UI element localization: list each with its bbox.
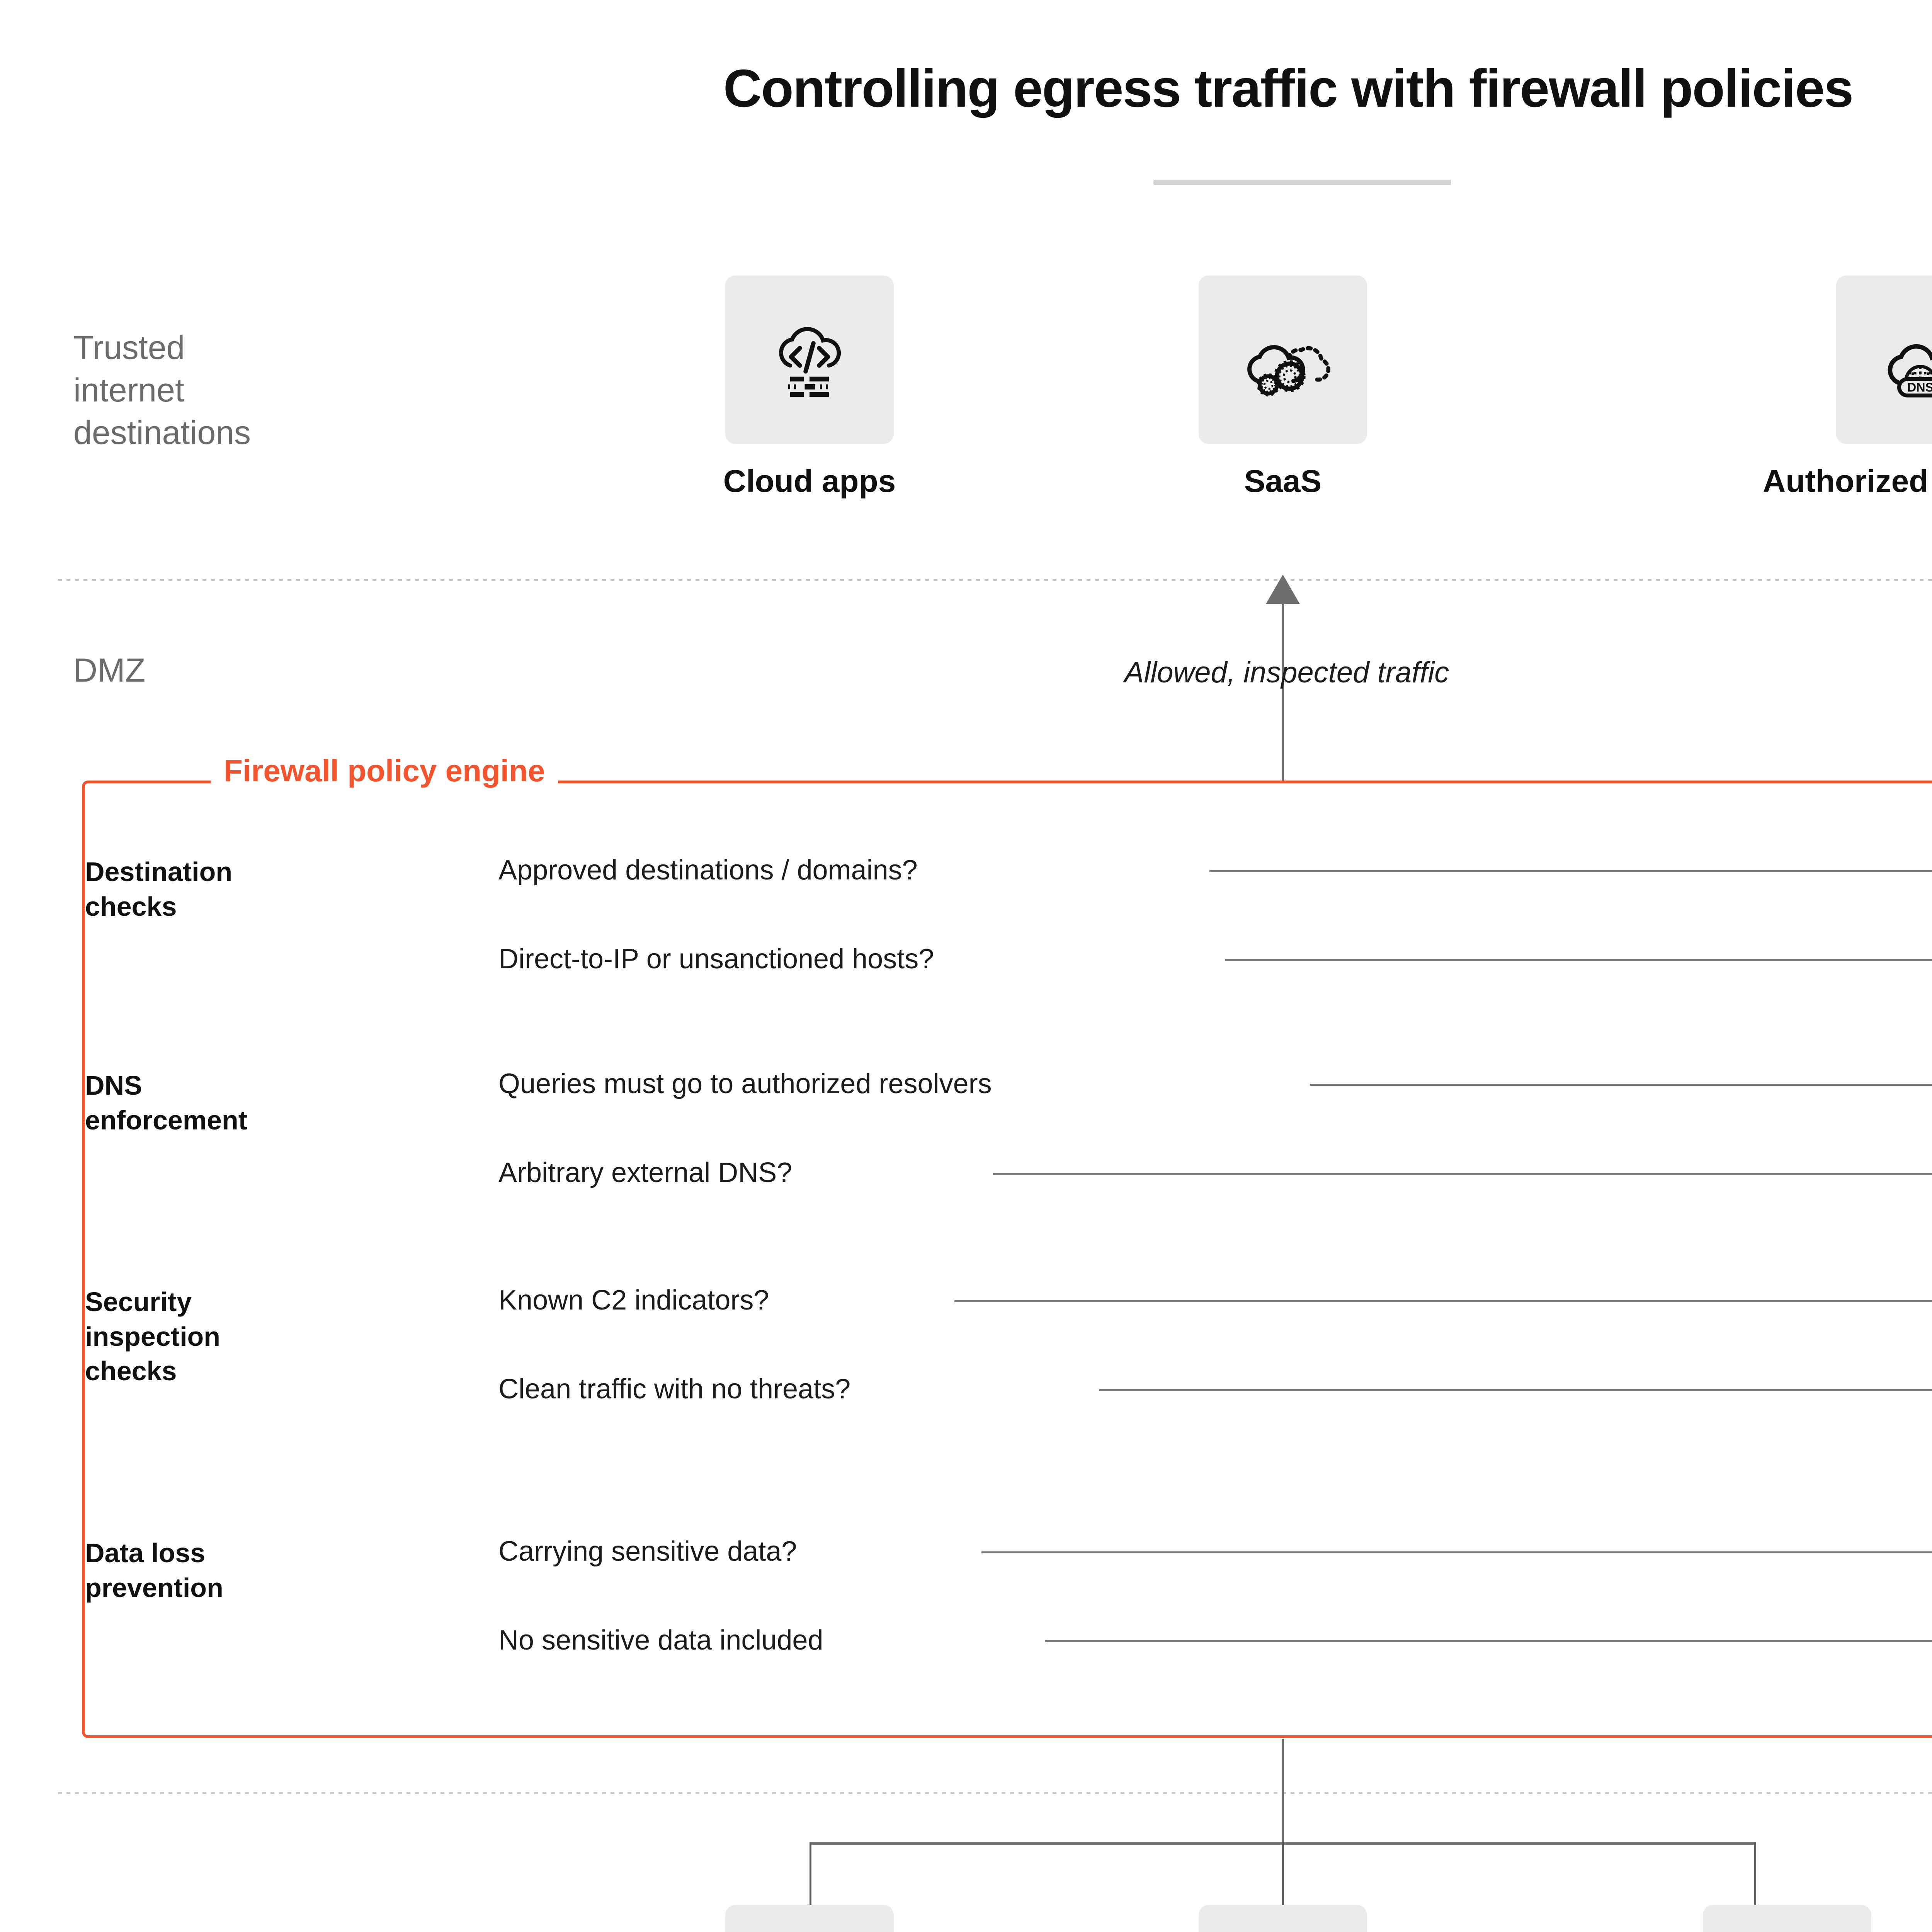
policy-rule-question: Known C2 indicators? — [498, 1285, 769, 1316]
zone-divider-dmz-internal — [58, 1792, 1932, 1794]
firewall-policy-engine-legend: Firewall policy engine — [211, 755, 558, 786]
icon-tile — [1199, 276, 1367, 444]
policy-rule-question: Queries must go to authorized resolvers — [498, 1068, 992, 1099]
page-title: Controlling egress traffic with firewall… — [723, 59, 1854, 118]
zone-label-trusted-internet: Trusted internet destinations — [73, 329, 251, 452]
policy-rule[interactable]: No sensitive data included Allow — [498, 1622, 1932, 1659]
policy-rule[interactable]: Approved destinations / domains? Allow — [498, 852, 1932, 889]
policy-rule-question: Carrying sensitive data? — [498, 1536, 797, 1567]
internal-node-devices[interactable]: Devices — [1613, 1905, 1932, 1932]
internal-network-branch-devices — [1754, 1842, 1756, 1908]
policy-rule-question: No sensitive data included — [498, 1625, 823, 1656]
policy-group-title: Data loss prevention — [85, 1538, 223, 1603]
destination-label: SaaS — [1244, 464, 1322, 499]
policy-rule-question: Clean traffic with no threats? — [498, 1374, 851, 1405]
policy-rule[interactable]: Arbitrary external DNS? Block — [498, 1154, 1932, 1191]
internal-network-branch-servers — [810, 1842, 811, 1908]
gear-small — [1257, 373, 1280, 396]
leader-line — [981, 1551, 1932, 1553]
gear-large — [1274, 360, 1306, 392]
cloud-code-icon — [779, 327, 841, 397]
allowed-traffic-connector-line — [1282, 603, 1284, 781]
internal-node-servers[interactable]: Servers — [653, 1905, 966, 1932]
leader-line — [1310, 1084, 1932, 1086]
leader-line — [1209, 870, 1932, 872]
svg-text:DNS: DNS — [1907, 381, 1932, 395]
icon-tile — [1703, 1905, 1871, 1932]
policy-group-title: Destination checks — [85, 857, 233, 922]
policy-rule-question: Arbitrary external DNS? — [498, 1157, 793, 1188]
policy-group-title: Security inspection checks — [85, 1287, 221, 1386]
policy-rule[interactable]: Direct-to-IP or unsanctioned hosts? Bloc… — [498, 940, 1932, 978]
policy-group-title: DNS enforcement — [85, 1070, 248, 1135]
leader-line — [1099, 1389, 1932, 1391]
destination-node-authorized-resolvers[interactable]: DNS Authorized resolvers — [1607, 276, 1932, 500]
internal-node-users[interactable]: Users — [1171, 1905, 1395, 1932]
internal-network-branch-users — [1282, 1842, 1284, 1908]
leader-line — [1045, 1640, 1932, 1642]
policy-rule-question: Direct-to-IP or unsanctioned hosts? — [498, 944, 934, 975]
destination-label: Cloud apps — [723, 464, 896, 499]
policy-rule[interactable]: Clean traffic with no threats? Allow — [498, 1371, 1932, 1408]
arrow-up-icon — [1266, 575, 1300, 604]
leader-line — [1225, 959, 1932, 961]
policy-rule[interactable]: Queries must go to authorized resolvers … — [498, 1065, 1932, 1102]
destination-label: Authorized resolvers — [1763, 464, 1932, 499]
zone-divider-trusted-dmz — [58, 579, 1932, 581]
destination-node-cloud-apps[interactable]: Cloud apps — [657, 276, 962, 500]
title-underline-rule — [1153, 180, 1451, 185]
icon-tile — [725, 1905, 894, 1932]
zone-label-dmz: DMZ — [73, 652, 146, 689]
destination-node-saas[interactable]: SaaS — [1171, 276, 1395, 500]
icon-tile — [725, 276, 894, 444]
policy-rule[interactable]: Carrying sensitive data? Block/alert — [498, 1533, 1932, 1570]
icon-tile: DNS — [1836, 276, 1932, 444]
policy-rule-question: Approved destinations / domains? — [498, 855, 918, 886]
cloud-dns-icon: DNS — [1888, 344, 1932, 398]
leader-line — [993, 1173, 1932, 1175]
firewall-policy-engine-panel — [82, 781, 1932, 1738]
allowed-inspected-traffic-label: Allowed, inspected traffic — [1124, 656, 1449, 689]
cloud-gears-icon — [1247, 345, 1330, 396]
policy-rule[interactable]: Known C2 indicators? Block — [498, 1282, 1932, 1319]
leader-line — [954, 1300, 1932, 1302]
icon-tile — [1199, 1905, 1367, 1932]
internal-network-connector-stem — [1282, 1739, 1284, 1843]
